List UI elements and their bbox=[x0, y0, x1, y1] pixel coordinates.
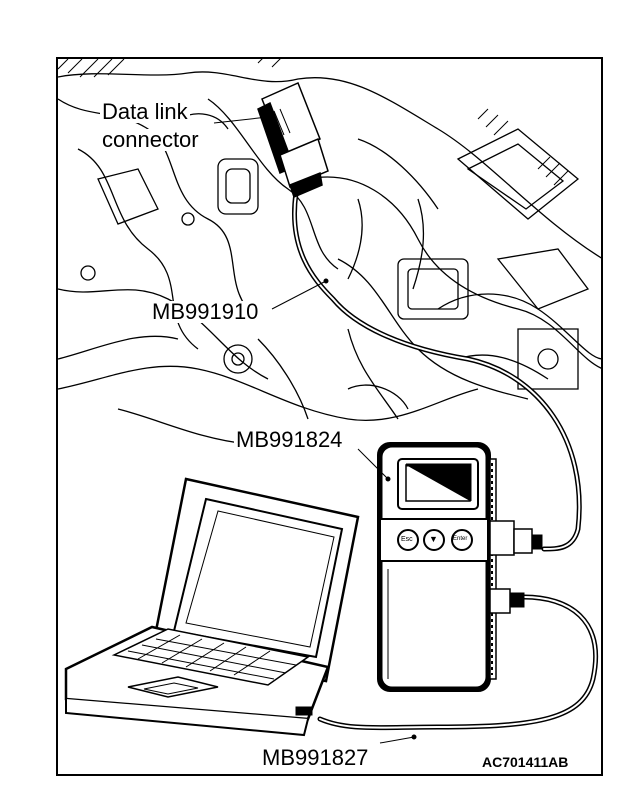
laptop bbox=[64, 477, 360, 737]
diagram-illustration bbox=[58, 59, 601, 744]
mb991827-label: MB991827 bbox=[260, 745, 371, 770]
engine-bay-hatching bbox=[58, 59, 569, 186]
mb991910-label: MB991910 bbox=[150, 299, 261, 324]
data-link-connector-plug bbox=[257, 81, 329, 199]
mb991824-label: MB991824 bbox=[234, 427, 345, 452]
data-link-connector-label-line1: Data link bbox=[100, 99, 190, 124]
enter-key-label: Enter bbox=[453, 536, 468, 542]
leader-lines bbox=[213, 116, 417, 744]
mb991824-device bbox=[377, 442, 543, 692]
data-link-connector-label-line2: connector bbox=[100, 127, 201, 152]
diagram-frame: Data link connector MB991910 MB991824 MB… bbox=[56, 57, 603, 776]
esc-key-label: Esc bbox=[401, 536, 413, 543]
figure-code: AC701411AB bbox=[482, 754, 569, 770]
down-key-label: ▼ bbox=[429, 534, 438, 544]
